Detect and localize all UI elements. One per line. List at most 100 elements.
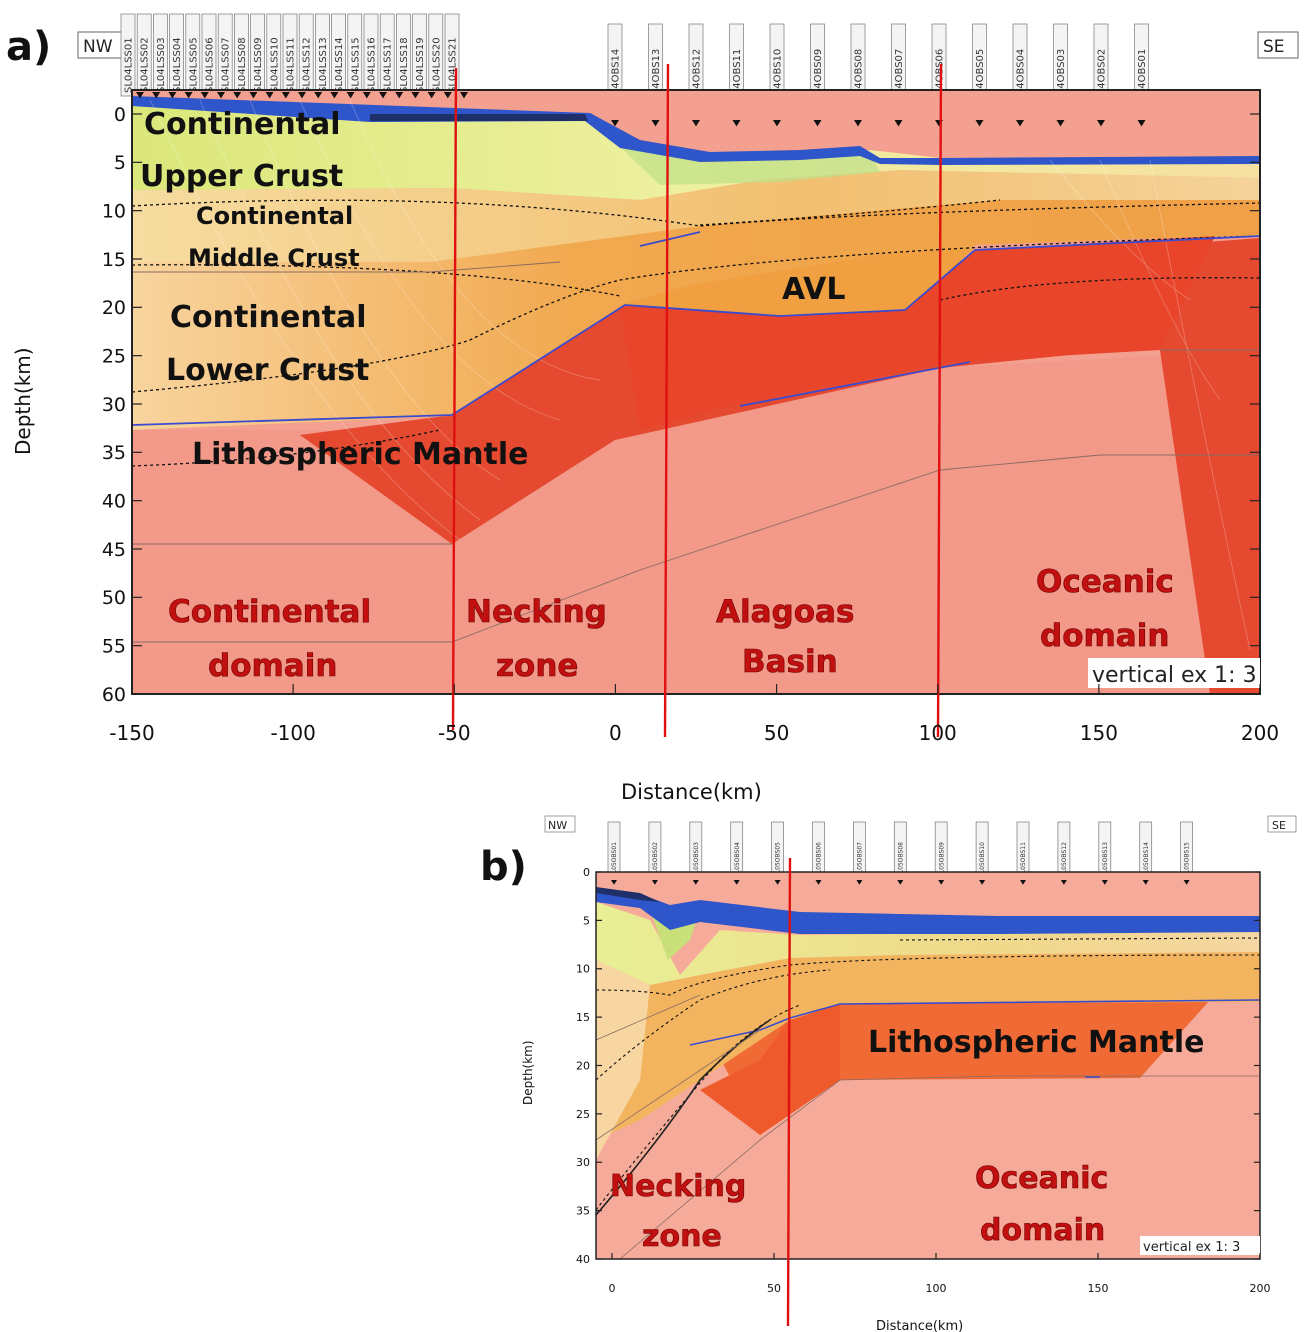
y-tick-label: 30 bbox=[576, 1156, 590, 1169]
station-marker bbox=[1056, 120, 1065, 127]
station-marker bbox=[314, 92, 323, 99]
station-marker bbox=[732, 120, 741, 127]
label-middle-crust-1: Continental bbox=[196, 202, 353, 230]
panel-b-domain-necking-1: Necking bbox=[610, 1169, 746, 1204]
station-label: SL04LSS19 bbox=[415, 37, 426, 93]
panel-b-sediment-dark bbox=[596, 887, 660, 902]
y-tick-label: 45 bbox=[102, 539, 126, 561]
station-label: SL05OBS09 bbox=[938, 842, 945, 877]
station-label: SL05OBS01 bbox=[611, 842, 618, 877]
x-tick-label: 200 bbox=[1250, 1282, 1271, 1295]
panel-b-se-label: SE bbox=[1272, 819, 1286, 832]
station-label: SL04LSS12 bbox=[302, 37, 313, 93]
station-marker bbox=[894, 120, 903, 127]
station-label: SL05OBS08 bbox=[897, 842, 904, 877]
y-tick-label: 30 bbox=[102, 394, 126, 416]
y-tick-label: 0 bbox=[114, 104, 126, 126]
station-label: SL04OBS13 bbox=[651, 49, 662, 107]
station-label: SL05OBS13 bbox=[1102, 842, 1109, 877]
station-marker bbox=[773, 120, 781, 127]
panel-a-x-title: Distance(km) bbox=[621, 780, 762, 804]
panel-b-lower-crust bbox=[596, 952, 1260, 1140]
label-upper-crust-1: Continental bbox=[144, 107, 341, 142]
y-tick-label: 10 bbox=[102, 201, 126, 223]
station-label: SL04OBS02 bbox=[1097, 49, 1108, 107]
station-label: SL05OBS06 bbox=[816, 842, 823, 877]
station-label: SL04LSS18 bbox=[399, 37, 410, 93]
panel-b-note: vertical ex 1: 3 bbox=[1143, 1240, 1240, 1255]
station-label: SL04OBS14 bbox=[611, 49, 622, 107]
station-label: SL04LSS03 bbox=[156, 37, 167, 93]
y-tick-label: 40 bbox=[576, 1253, 590, 1266]
station-label: SL04LSS16 bbox=[367, 37, 378, 93]
label-lower-crust-1: Continental bbox=[170, 300, 367, 335]
panel-a-station-markers bbox=[136, 92, 1146, 127]
panel-a-plot-frame bbox=[131, 89, 1261, 695]
panel-a-y-title: Depth(km) bbox=[11, 347, 35, 455]
station-label: SL04OBS09 bbox=[813, 49, 824, 107]
panel-b-domain-necking-2: zone bbox=[642, 1219, 722, 1254]
station-marker bbox=[1137, 120, 1146, 127]
panel-b-dark-lines bbox=[595, 1019, 771, 1216]
x-tick-label: 150 bbox=[1080, 721, 1118, 745]
panel-a-nw-box bbox=[77, 31, 123, 59]
station-label: SL05OBS12 bbox=[1061, 842, 1068, 877]
station-label: SL04LSS08 bbox=[237, 37, 248, 93]
domain-oceanic-1: Oceanic bbox=[1036, 564, 1174, 600]
panel-b-model bbox=[595, 872, 1261, 1260]
station-label: SL04LSS07 bbox=[221, 37, 232, 93]
panel-a-grey-lines bbox=[132, 261, 1260, 643]
station-label: SL05OBS15 bbox=[1184, 842, 1191, 877]
panel-a-moho bbox=[131, 231, 1261, 426]
station-label: SL05OBS02 bbox=[652, 842, 659, 877]
station-label: SL04OBS05 bbox=[975, 49, 986, 107]
x-tick-label: -50 bbox=[438, 721, 471, 745]
station-label: SL05OBS07 bbox=[857, 842, 864, 877]
station-marker bbox=[1101, 880, 1108, 885]
station-tag bbox=[120, 13, 136, 97]
station-marker bbox=[346, 92, 355, 99]
station-marker bbox=[411, 92, 420, 99]
panel-b-upper-crust bbox=[596, 902, 1260, 985]
x-tick-label: -100 bbox=[270, 721, 315, 745]
domain-basin-2: Basin bbox=[742, 644, 838, 680]
panel-a-upper-crust bbox=[132, 104, 1260, 200]
y-tick-label: 15 bbox=[102, 249, 126, 271]
station-label: SL05OBS03 bbox=[693, 842, 700, 877]
station-label: SL04LSS09 bbox=[253, 37, 264, 93]
station-marker bbox=[395, 92, 404, 99]
station-marker bbox=[897, 880, 904, 885]
panel-a-note-box bbox=[1088, 658, 1260, 688]
station-marker bbox=[733, 880, 740, 885]
y-tick-label: 0 bbox=[583, 866, 590, 879]
station-label: SL04OBS01 bbox=[1137, 49, 1148, 107]
station-label: SL04LSS04 bbox=[172, 37, 183, 93]
panel-a-ray-paths bbox=[149, 99, 1251, 651]
station-marker bbox=[184, 92, 193, 99]
x-tick-label: 50 bbox=[764, 721, 789, 745]
station-label: SL04LSS20 bbox=[431, 37, 442, 93]
station-label: SL05OBS11 bbox=[1020, 842, 1027, 877]
label-lower-crust-2: Lower Crust bbox=[166, 353, 369, 388]
station-marker bbox=[362, 92, 371, 99]
y-tick-label: 20 bbox=[576, 1059, 590, 1072]
station-marker bbox=[233, 92, 242, 99]
station-marker bbox=[200, 92, 209, 99]
panel-b-note-box bbox=[1140, 1236, 1260, 1255]
panel-a-boundary-oceanic bbox=[936, 63, 943, 738]
station-label: SL04LSS06 bbox=[205, 37, 216, 93]
station-marker bbox=[1097, 120, 1105, 127]
y-tick-label: 25 bbox=[102, 346, 126, 368]
label-middle-crust-2: Middle Crust bbox=[188, 244, 360, 272]
y-tick-label: 5 bbox=[114, 152, 126, 174]
panel-b-grey-lines bbox=[595, 994, 1260, 1260]
panel-a-domain-boundaries bbox=[451, 63, 943, 738]
station-label: SL04LSS02 bbox=[140, 37, 151, 93]
panel-b-boundary-necking bbox=[786, 857, 792, 1327]
panel-a-mantle-dark-2 bbox=[620, 236, 1215, 430]
